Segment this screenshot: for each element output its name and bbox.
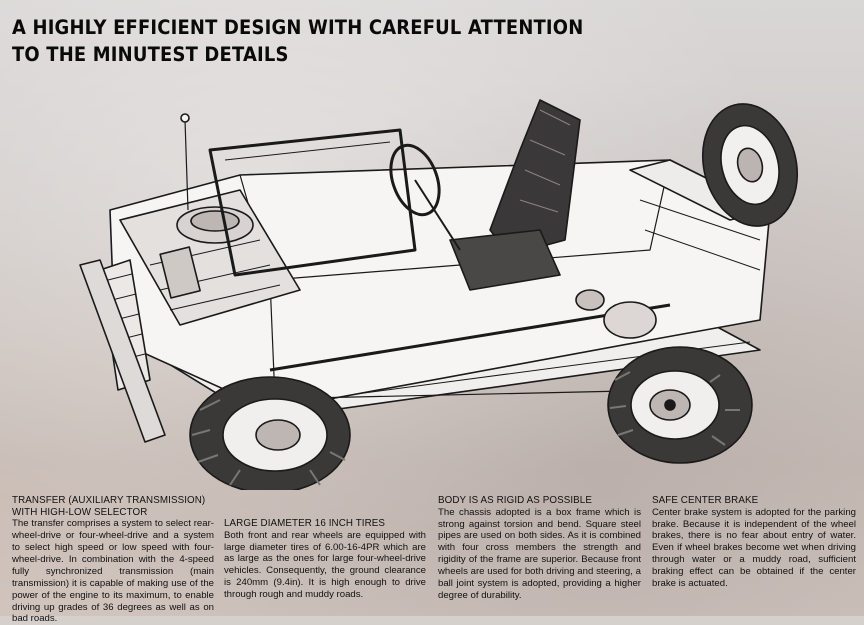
section-transfer-title-line-1: TRANSFER (AUXILIARY TRANSMISSION)	[12, 495, 206, 506]
vehicle-drawing	[79, 99, 799, 490]
section-center-brake: SAFE CENTER BRAKE Center brake system is…	[652, 495, 856, 590]
vehicle-cutaway-illustration	[79, 99, 799, 490]
section-tires-body: Both front and rear wheels are equipped …	[224, 529, 426, 601]
section-body-rigid: BODY IS AS RIGID AS POSSIBLE The chassis…	[438, 495, 641, 602]
headline-line-2: TO THE MINUTEST DETAILS	[12, 43, 289, 66]
front-bumper	[79, 259, 166, 443]
antenna	[184, 119, 189, 211]
front-wheel	[189, 376, 351, 490]
windshield-frame	[208, 128, 417, 277]
section-tires-title: LARGE DIAMETER 16 INCH TIRES	[224, 518, 386, 529]
body-tub	[109, 159, 771, 411]
section-body-rigid-title: BODY IS AS RIGID AS POSSIBLE	[438, 495, 592, 506]
driveshaft	[269, 303, 671, 372]
rear-wheel	[607, 346, 753, 464]
section-transfer-body: The transfer comprises a system to selec…	[12, 518, 214, 625]
headline-line-1: A HIGHLY EFFICIENT DESIGN WITH CAREFUL A…	[12, 16, 584, 39]
steering-wheel	[389, 143, 441, 217]
rear-differential	[603, 301, 657, 339]
spare-tire	[701, 103, 799, 227]
page-headline: A HIGHLY EFFICIENT DESIGN WITH CAREFUL A…	[12, 14, 583, 68]
section-tires: LARGE DIAMETER 16 INCH TIRES Both front …	[224, 518, 426, 601]
section-center-brake-body: Center brake system is adopted for the p…	[652, 506, 856, 590]
section-transfer-title-line-2: WITH HIGH-LOW SELECTOR	[12, 506, 148, 518]
section-transfer-title: TRANSFER (AUXILIARY TRANSMISSION) WITH H…	[12, 495, 214, 518]
section-transfer: TRANSFER (AUXILIARY TRANSMISSION) WITH H…	[12, 495, 214, 625]
section-body-rigid-body: The chassis adopted is a box frame which…	[438, 506, 641, 601]
section-center-brake-title: SAFE CENTER BRAKE	[652, 495, 759, 506]
